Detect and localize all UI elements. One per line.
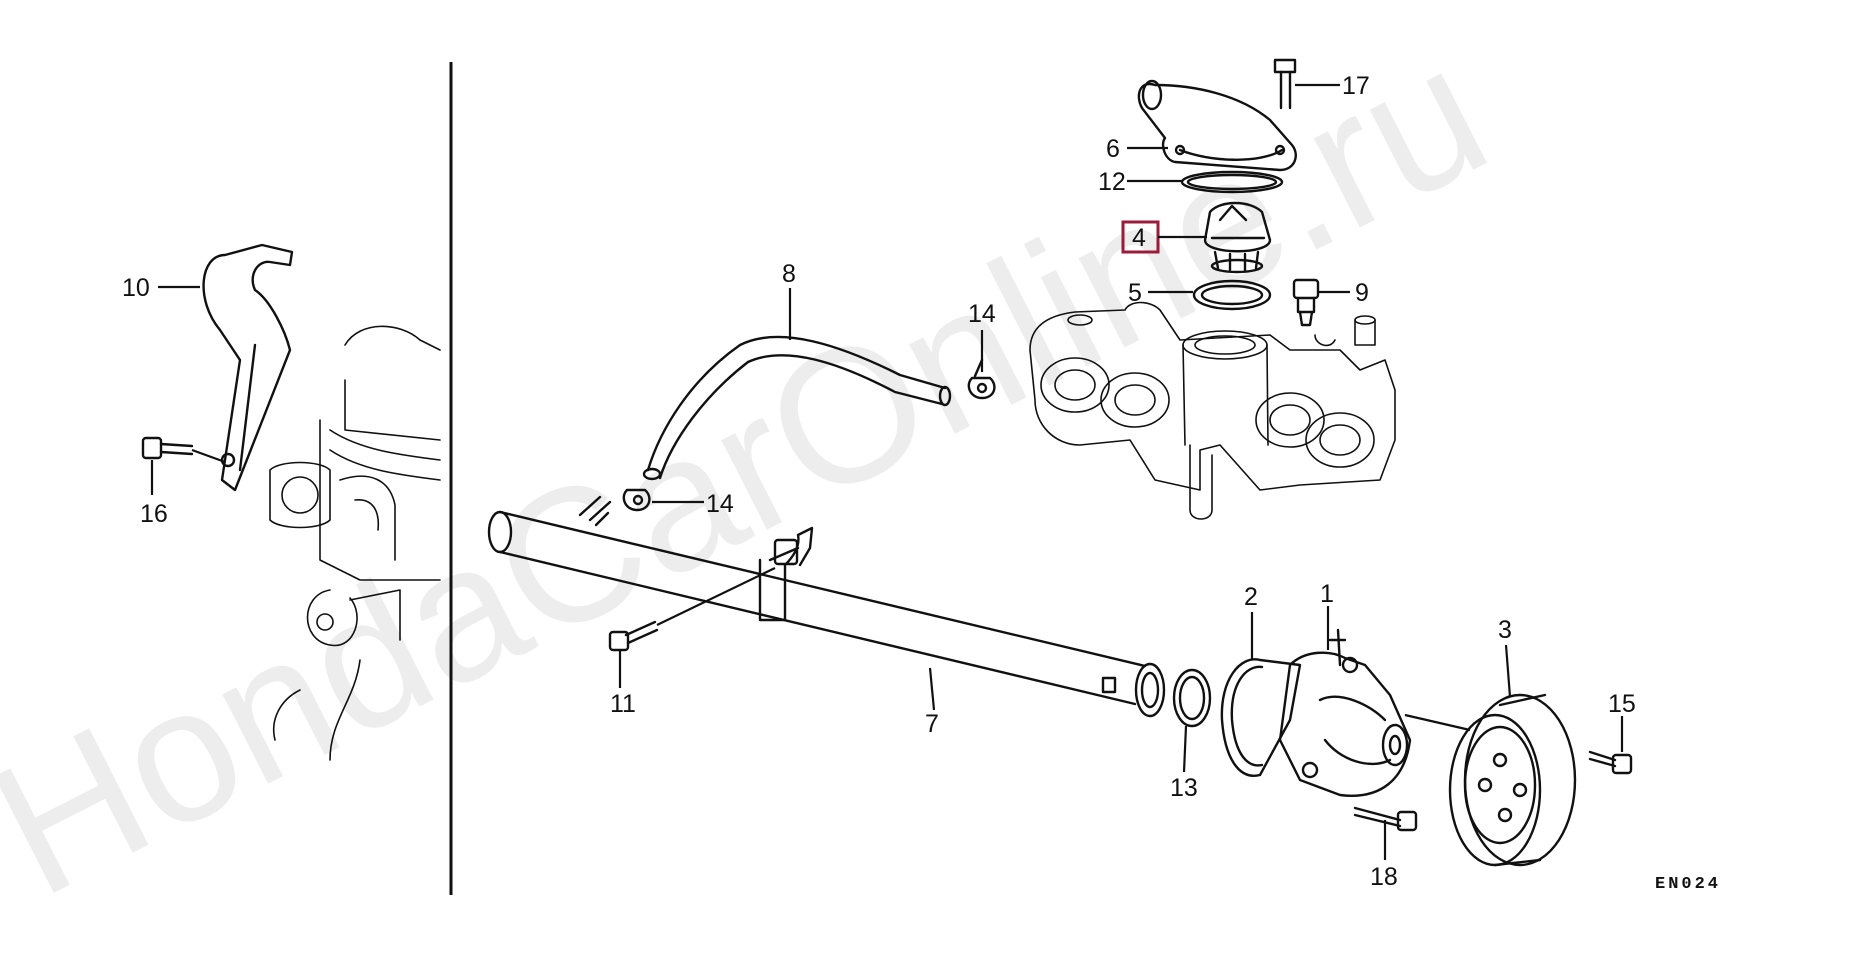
callout-9[interactable]: 9	[1355, 279, 1369, 307]
part-16-bolt[interactable]	[141, 436, 194, 460]
engine-block-left	[269, 325, 441, 761]
part-6-thermostat-cover[interactable]	[1137, 79, 1297, 172]
part-2-gasket[interactable]	[1220, 658, 1302, 777]
part-14-clamp-upper[interactable]	[967, 358, 996, 400]
callout-3[interactable]: 3	[1498, 616, 1512, 644]
callout-12[interactable]: 12	[1098, 168, 1126, 196]
leader-16-bracket	[191, 448, 226, 464]
callout-15[interactable]: 15	[1608, 690, 1636, 718]
callout-16[interactable]: 16	[140, 500, 168, 528]
callout-2[interactable]: 2	[1244, 583, 1258, 611]
callout-5[interactable]: 5	[1128, 279, 1142, 307]
callout-14-lower[interactable]: 14	[706, 490, 734, 518]
callout-7[interactable]: 7	[925, 710, 939, 738]
callout-6[interactable]: 6	[1106, 135, 1120, 163]
leader-7	[928, 667, 936, 711]
part-4-thermostat[interactable]	[1203, 201, 1272, 274]
part-9-sensor[interactable]	[1292, 278, 1320, 327]
part-3-pulley[interactable]	[1448, 693, 1577, 867]
part-14-clamp-lower[interactable]	[622, 488, 651, 512]
part-10-bracket[interactable]	[202, 243, 294, 492]
part-17-bolt[interactable]	[1273, 58, 1297, 110]
callout-10[interactable]: 10	[122, 274, 150, 302]
callout-18[interactable]: 18	[1370, 863, 1398, 891]
leader-3	[1504, 644, 1512, 698]
callout-14-upper[interactable]: 14	[968, 300, 996, 328]
callout-17[interactable]: 17	[1342, 72, 1370, 100]
callout-1[interactable]: 1	[1320, 580, 1334, 608]
callout-13[interactable]: 13	[1170, 774, 1198, 802]
callout-11[interactable]: 11	[610, 690, 636, 718]
part-15-bolt[interactable]	[1588, 750, 1633, 775]
part-8-hose[interactable]	[642, 335, 952, 481]
part-1-water-pump[interactable]	[1278, 628, 1412, 797]
part-13-o-ring[interactable]	[1172, 668, 1212, 728]
part-5-gasket[interactable]	[1192, 279, 1272, 311]
part-18-bolt[interactable]	[1353, 806, 1418, 832]
diagram-code: EN024	[1655, 875, 1721, 894]
leader-11-bracket	[656, 567, 776, 626]
callout-4[interactable]: 4	[1132, 224, 1146, 252]
leader-13	[1182, 725, 1188, 773]
callout-8[interactable]: 8	[782, 260, 796, 288]
leader-shaft	[1404, 713, 1471, 732]
thermostat-housing-manifold	[1029, 301, 1396, 520]
watermark-text: HondaCarOnline.ru	[0, 4, 1517, 936]
part-7-water-pipe[interactable]	[487, 495, 1166, 718]
